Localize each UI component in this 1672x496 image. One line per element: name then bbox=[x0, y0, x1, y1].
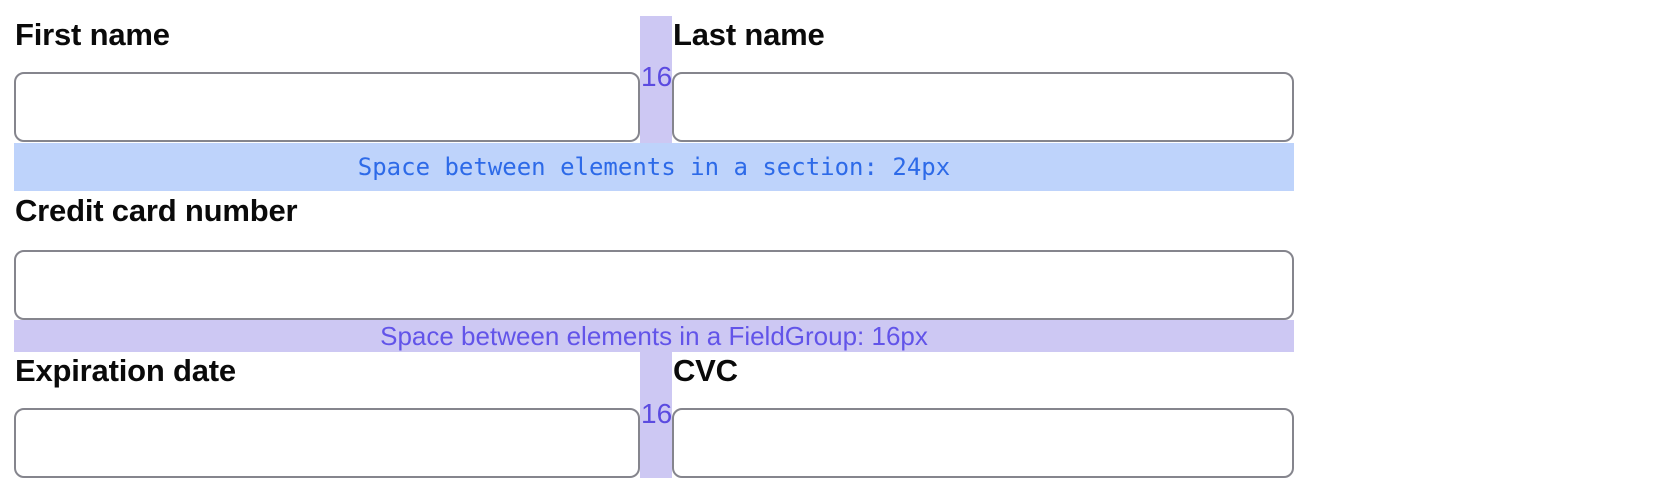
column-gap-strip-bottom bbox=[640, 352, 672, 478]
fieldgroup-gap-strip: Space between elements in a FieldGroup: … bbox=[14, 320, 1294, 352]
last-name-label: Last name bbox=[673, 17, 825, 52]
column-gap-value-top: 16 bbox=[641, 61, 673, 92]
cvc-label: CVC bbox=[673, 353, 738, 388]
fieldgroup-gap-annotation: Space between elements in a FieldGroup: … bbox=[380, 320, 928, 351]
column-gap-value-bottom: 16 bbox=[641, 398, 673, 429]
last-name-input[interactable] bbox=[672, 72, 1294, 142]
credit-card-number-label: Credit card number bbox=[15, 193, 298, 228]
column-gap-strip-top bbox=[640, 16, 672, 143]
first-name-label: First name bbox=[15, 17, 170, 52]
expiration-date-label: Expiration date bbox=[15, 353, 236, 388]
credit-card-number-input[interactable] bbox=[14, 250, 1294, 320]
section-gap-annotation: Space between elements in a section: 24p… bbox=[357, 153, 951, 181]
cvc-input[interactable] bbox=[672, 408, 1294, 478]
first-name-input[interactable] bbox=[14, 72, 640, 142]
expiration-date-input[interactable] bbox=[14, 408, 640, 478]
section-gap-strip: Space between elements in a section: 24p… bbox=[14, 143, 1294, 191]
